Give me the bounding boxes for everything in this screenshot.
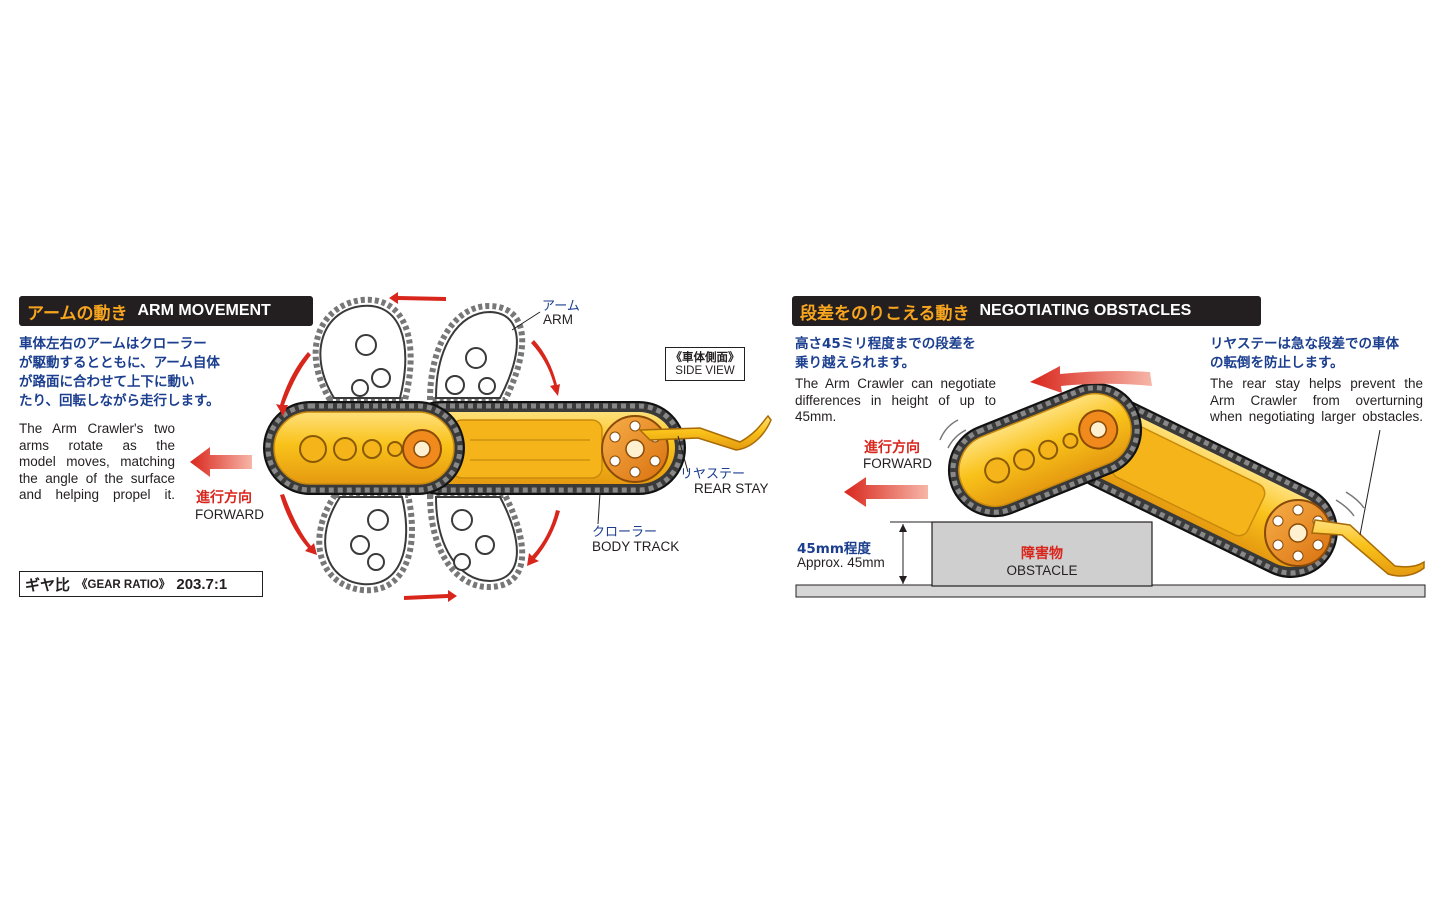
desc-line: The Arm Crawler's two: [19, 421, 175, 436]
rotation-arrows: [276, 292, 560, 602]
rear-stay-leader-line: [1359, 429, 1381, 536]
desc-line: arms rotate as the: [19, 437, 175, 453]
desc-line: が路面に合わせて上下に動い: [19, 374, 195, 390]
obstacle-scene: [795, 521, 1426, 598]
body-track-label-en: BODY TRACK: [592, 539, 680, 554]
desc-line: differences in height of up to: [795, 392, 996, 408]
body-track-label-jp: クローラー: [592, 525, 658, 540]
gear-ratio-en: 《GEAR RATIO》: [76, 579, 171, 591]
arm-desc-jp: 車体左右のアームはクローラー が駆動するとともに、アーム自体 が路面に合わせて上…: [19, 335, 249, 411]
desc-line: 45mm.: [795, 409, 837, 424]
header-jp: 段差をのりこえる動き: [800, 303, 970, 324]
obstacle-label-en: OBSTACLE: [1006, 563, 1078, 578]
gear-ratio-jp: ギヤ比: [25, 575, 71, 594]
desc-line: たり、回転しながら走行します。: [19, 393, 220, 409]
header-jp: アームの動き: [27, 303, 128, 324]
front-arm: [263, 401, 465, 495]
obstacle-label-jp: 障害物: [1021, 546, 1063, 562]
rear-stay-label-jp: リヤステー: [680, 467, 746, 482]
leader-lines-left: [511, 311, 689, 525]
forward-label-en-left: FORWARD: [195, 507, 264, 522]
height-desc-jp: 高さ45ミリ程度までの段差を 乗り越えられます。: [795, 335, 1025, 373]
desc-line: model moves, matching: [19, 454, 175, 469]
climbing-front-arm: [947, 382, 1143, 518]
rear-stay: [638, 414, 772, 451]
desc-line: the angle of the surface: [19, 470, 175, 486]
height-label-jp: 45mm程度: [797, 541, 871, 557]
arm-label-jp: アーム: [542, 299, 580, 314]
desc-line: が駆動するとともに、アーム自体: [19, 355, 220, 371]
forward-arrow-left: [190, 447, 252, 477]
desc-line: リヤステーは急な段差での車体: [1210, 336, 1399, 352]
gear-ratio-value: 203.7:1: [176, 575, 228, 593]
rear-stay-desc-jp: リヤステーは急な段差での車体 の転倒を防止します。: [1210, 335, 1435, 373]
arm-movement-header: アームの動き ARM MOVEMENT: [19, 296, 313, 326]
desc-line: and helping propel it.: [19, 487, 175, 502]
forward-arrow-right: [844, 477, 928, 507]
desc-line: 車体左右のアームはクローラー: [19, 336, 207, 352]
side-view-box: 《車体側面》 SIDE VIEW: [665, 347, 745, 381]
side-view-en: SIDE VIEW: [675, 365, 735, 377]
desc-line: Arm Crawler from overturning: [1210, 392, 1423, 408]
side-view-jp: 《車体側面》: [670, 350, 740, 364]
rear-hub: [601, 415, 669, 483]
ghost-arm-upper-right: [426, 302, 526, 403]
desc-line: when negotiating larger obstacles.: [1210, 409, 1423, 424]
desc-line: The Arm Crawler can negotiate: [795, 376, 996, 391]
header-en: NEGOTIATING OBSTACLES: [979, 302, 1192, 319]
desc-line: 高さ45ミリ程度までの段差を: [795, 336, 976, 352]
header-en: ARM MOVEMENT: [137, 302, 271, 319]
desc-line: の転倒を防止します。: [1210, 355, 1344, 371]
forward-label-jp-right: 進行方向: [864, 440, 920, 456]
obstacles-header: 段差をのりこえる動き NEGOTIATING OBSTACLES: [792, 296, 1261, 326]
ghost-arm-upper-left: [312, 296, 414, 403]
ghost-arm-lower-right: [426, 492, 526, 591]
height-desc-en: The Arm Crawler can negotiate difference…: [795, 376, 996, 426]
upper-direction-arrow: [1030, 366, 1152, 393]
arm-desc-en: The Arm Crawler's two arms rotate as the…: [19, 421, 175, 504]
height-label-en: Approx. 45mm: [797, 555, 885, 570]
rear-stay-label-en: REAR STAY: [694, 481, 769, 496]
forward-label-jp-left: 進行方向: [196, 490, 252, 506]
desc-line: The rear stay helps prevent the: [1210, 376, 1423, 391]
rear-stay-desc-en: The rear stay helps prevent the Arm Craw…: [1210, 376, 1423, 426]
climbing-crawler: [947, 382, 1425, 578]
forward-label-en-right: FORWARD: [863, 456, 932, 471]
arm-label-en: ARM: [543, 312, 573, 327]
motion-ticks: [939, 419, 1365, 517]
gear-ratio-box: ギヤ比 《GEAR RATIO》 203.7:1: [19, 571, 263, 597]
desc-line: 乗り越えられます。: [795, 355, 916, 371]
ghost-arm-lower-left: [316, 492, 415, 594]
climbing-rear-stay: [1311, 519, 1425, 577]
